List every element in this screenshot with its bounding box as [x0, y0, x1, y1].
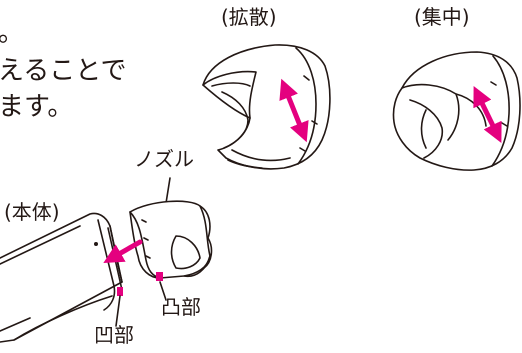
instruction-line-2: えることで — [0, 56, 127, 86]
label-body: (本体) — [4, 200, 60, 224]
nozzle-detached-illustration — [129, 200, 213, 281]
arrow-rotate-spread — [279, 78, 309, 143]
body-illustration — [0, 212, 123, 343]
convex-mark — [156, 272, 163, 281]
label-nozzle: ノズル — [134, 147, 194, 171]
convex-leader-line — [159, 281, 167, 301]
label-focus: (集中) — [414, 5, 470, 29]
nozzle-spread-illustration — [202, 44, 331, 170]
instruction-line-3: ます。 — [0, 92, 74, 122]
label-convex: 凸部 — [161, 295, 201, 319]
arrow-rotate-focus — [473, 86, 502, 143]
concave-mark — [117, 287, 123, 296]
instruction-line-1: 。 — [0, 18, 25, 48]
nozzle-focus-illustration — [392, 51, 521, 171]
concave-leader-line — [115, 295, 121, 327]
label-concave: 凹部 — [94, 323, 134, 347]
arrow-attach — [103, 239, 143, 263]
label-spread: (拡散) — [221, 5, 277, 29]
